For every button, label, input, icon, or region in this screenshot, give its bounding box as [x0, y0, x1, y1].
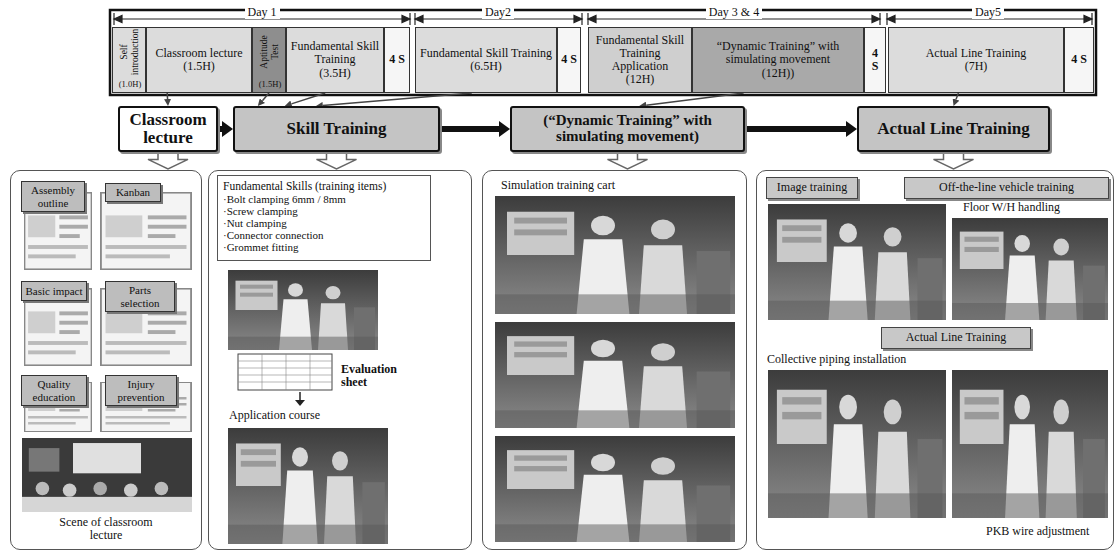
node-text: Collective piping installation	[767, 353, 1027, 366]
node-text: Image training	[777, 181, 847, 194]
topic-tag: Quality education	[21, 375, 87, 406]
day-label: Day5	[972, 5, 1004, 19]
thin-arrow	[956, 93, 958, 99]
topic-tag: Parts selection	[105, 281, 175, 312]
stage-box: Skill Training	[233, 106, 440, 152]
node-text: (1.5H)	[183, 60, 215, 73]
hollow-arrow	[148, 153, 188, 169]
node-text: Actual Line Training	[926, 47, 1027, 60]
node-text: (12H)	[626, 73, 655, 86]
node-text: PKB wire adjustment	[986, 525, 1108, 538]
topic-tag: Injury prevention	[105, 375, 177, 406]
topic-tag: Basic impact	[21, 281, 87, 301]
thin-arrow	[291, 93, 325, 104]
node-text: ·Bolt clamping 6mm / 8mm	[223, 193, 346, 205]
node-text: 4 S	[561, 53, 577, 66]
node-text: Quality education	[25, 378, 83, 402]
training-tag: Image training	[766, 177, 858, 199]
schedule-segment: 4 S	[864, 27, 886, 93]
node-text: (7H)	[965, 60, 988, 73]
node-text: Parts selection	[109, 284, 171, 308]
node-text: (3.5H)	[319, 67, 351, 80]
schedule-segment: Aptitude Test (1.5H)	[252, 27, 286, 93]
content-panel: Floor W/H handlingCollective piping inst…	[756, 170, 1114, 550]
schedule-segment: 4 S	[384, 27, 410, 93]
node-text: Actual Line Training	[906, 331, 1007, 344]
thin-arrow	[166, 93, 168, 99]
node-text: Aptitude Test	[259, 28, 281, 76]
node-text: (12H))	[762, 67, 795, 80]
schedule-segment: Self introduction (1.0H)	[112, 27, 146, 93]
thick-arrow	[440, 126, 499, 132]
node-text: Floor W/H handling	[963, 201, 1108, 214]
node-text: Skill Training	[287, 120, 387, 138]
thick-arrow	[218, 126, 222, 132]
stage-box: Actual Line Training	[857, 106, 1050, 152]
node-text: Basic impact	[25, 285, 82, 297]
node-text: “Dynamic Training” with simulating movem…	[696, 40, 860, 66]
node-text: 4 S	[1071, 53, 1087, 66]
stage-box: (“Dynamic Training” with simulating move…	[510, 106, 745, 152]
thin-arrow	[646, 93, 743, 105]
node-text: (1.5H)	[253, 80, 287, 89]
thick-arrow	[745, 126, 846, 132]
training-items-box: Fundamental Skills (training items)·Bolt…	[217, 175, 431, 261]
content-panel: Simulation training cart	[482, 170, 747, 550]
hollow-arrow	[608, 153, 648, 169]
node-text: Simulation training cart	[501, 179, 721, 192]
node-text: Classroom lecture	[126, 111, 210, 147]
node-text: ·Nut clamping	[223, 217, 287, 229]
day-label: Day 1	[245, 5, 280, 19]
day-label: Day2	[482, 5, 514, 19]
node-text: Kanban	[116, 186, 150, 198]
schedule-segment: Actual Line Training(7H)	[888, 27, 1064, 93]
stage-box: Classroom lecture	[118, 106, 218, 152]
node-text: (1.0H)	[113, 80, 147, 89]
topic-tag: Kanban	[105, 183, 161, 202]
schedule-segment: Fundamental Skill Training Application(1…	[588, 27, 692, 93]
node-text: Classroom lecture	[156, 47, 243, 60]
node-text: Evaluation sheet	[341, 363, 421, 389]
node-text: Fundamental Skills (training items)	[223, 180, 386, 193]
hollow-arrow	[317, 153, 357, 169]
node-text: Application course	[229, 409, 389, 422]
content-panel: Evaluation sheetApplication course Fundam…	[208, 170, 472, 550]
node-text: ·Connector connection	[223, 229, 324, 241]
node-text: Injury prevention	[109, 378, 173, 402]
node-text: Fundamental Skill Training	[420, 47, 552, 60]
schedule-segment: “Dynamic Training” with simulating movem…	[692, 27, 864, 93]
node-text: (6.5H)	[470, 60, 502, 73]
training-tag: Off-the-line vehicle training	[904, 177, 1109, 199]
thin-arrow	[323, 93, 472, 105]
content-panel: Scene of classroom lecture Assembly outli…	[10, 170, 202, 550]
node-text: (“Dynamic Training” with simulating move…	[518, 113, 737, 145]
schedule-segment: 4 S	[1064, 27, 1094, 93]
node-text: Fundamental Skill Training	[290, 40, 380, 66]
node-text: Assembly outline	[25, 184, 81, 208]
schedule-segment: Classroom lecture(1.5H)	[146, 27, 252, 93]
node-text: Off-the-line vehicle training	[939, 181, 1074, 194]
topic-tag: Assembly outline	[21, 181, 85, 212]
hollow-arrow	[934, 153, 974, 169]
schedule-segment: Fundamental Skill Training(3.5H)	[286, 27, 384, 93]
node-text: Actual Line Training	[877, 120, 1029, 138]
node-text: ·Grommet fitting	[223, 241, 298, 253]
node-text: 4 S	[868, 47, 882, 73]
node-text: Scene of classroom lecture	[46, 516, 166, 542]
node-text: ·Screw clamping	[223, 205, 298, 217]
thin-arrow	[262, 93, 269, 101]
node-text: 4 S	[389, 53, 405, 66]
node-text: Fundamental Skill Training Application	[592, 34, 688, 74]
training-tag: Actual Line Training	[881, 327, 1031, 349]
node-text: Self introduction	[119, 28, 141, 76]
schedule-segment: Fundamental Skill Training(6.5H)	[415, 27, 557, 93]
day-label: Day 3 & 4	[706, 5, 762, 19]
schedule-segment: 4 S	[557, 27, 581, 93]
